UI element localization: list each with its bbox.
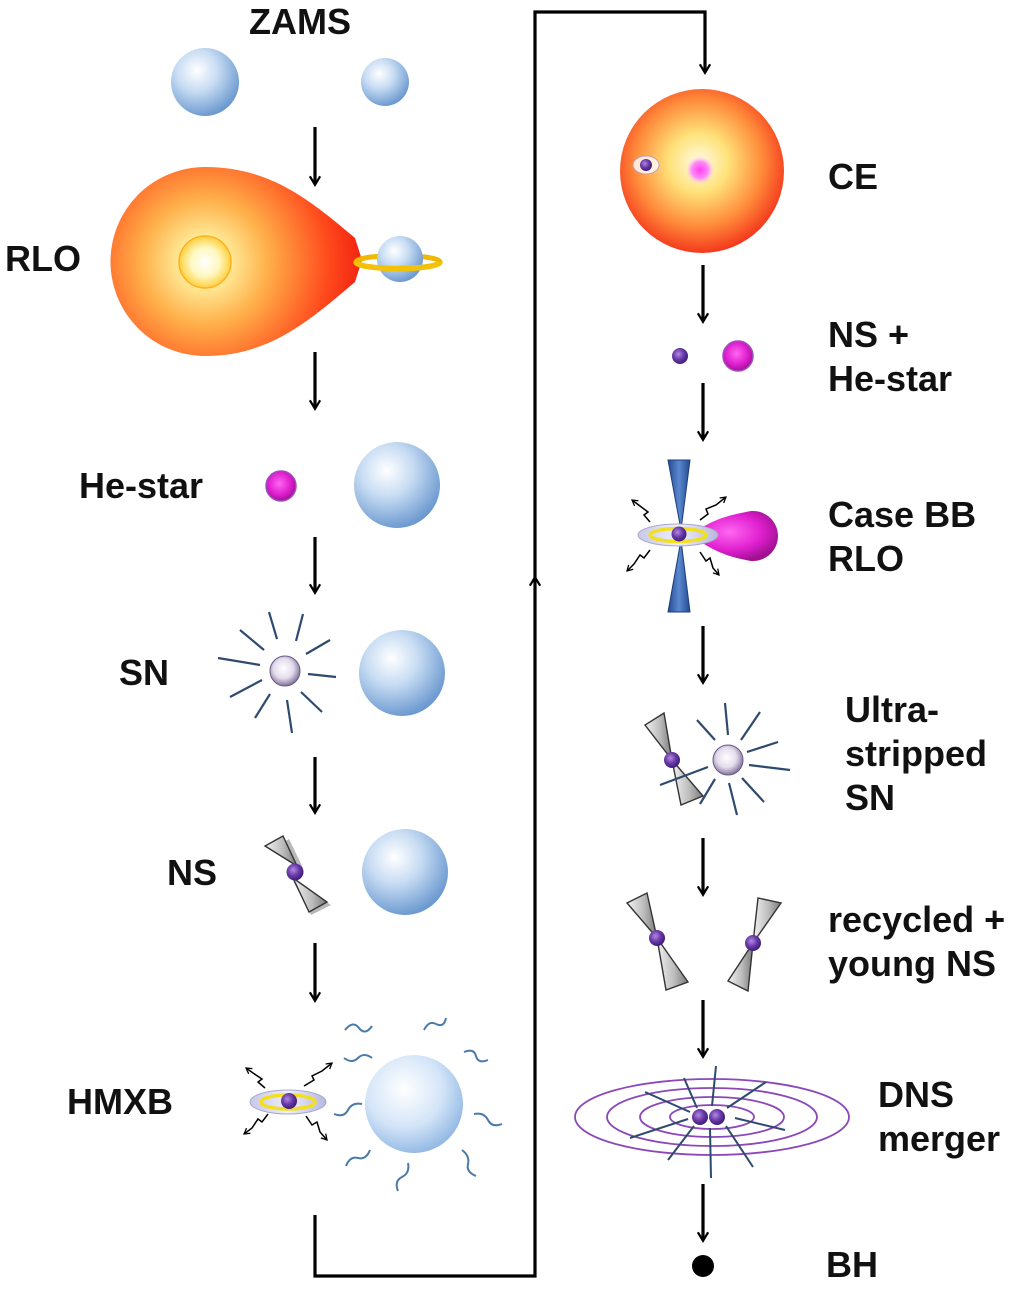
label-ns-he-star: NS + He-star [828, 313, 952, 401]
label-zams: ZAMS [249, 1, 351, 42]
case-bb-jets [667, 459, 691, 613]
label-dns-merger-line2: merger [878, 1118, 1001, 1159]
stellar-wind-lines [333, 1017, 503, 1192]
label-ultra-stripped-sn-line2: stripped [845, 733, 988, 774]
label-ultra-stripped-sn-line3: SN [845, 777, 896, 818]
label-recycled-young-ns-line1: recycled + [828, 899, 1006, 940]
ultra-stripped-sn-core [712, 744, 744, 776]
label-hmxb: HMXB [67, 1081, 173, 1122]
label-recycled-young-ns: recycled + young NS [828, 898, 1005, 986]
zams-secondary-star [361, 58, 409, 106]
label-case-bb-rlo-line2: RLO [828, 538, 904, 579]
case-bb-x-ray-emission [626, 496, 728, 576]
merger-ejecta-rays [629, 1065, 786, 1179]
rlo-accretor-with-disk [353, 236, 443, 282]
recycled-pulsar [625, 891, 690, 991]
case-bb-neutron-star [671, 526, 687, 542]
label-ce: CE [828, 156, 879, 197]
label-ultra-stripped-sn-line1: Ultra- [845, 689, 940, 730]
zams-primary-star [171, 48, 239, 116]
hmxb-wind-donor-star [365, 1055, 463, 1153]
black-hole [692, 1255, 714, 1277]
label-case-bb-rlo: Case BB RLO [828, 493, 976, 581]
ns-stage-companion [362, 829, 448, 915]
hmxb-neutron-star [281, 1093, 297, 1109]
he-star [265, 470, 297, 502]
ultra-stripped-sn-burst [659, 702, 791, 816]
label-ns-he-star-line2: He-star [828, 358, 953, 399]
label-sn: SN [119, 652, 170, 693]
pulsar-beam-cones [263, 835, 331, 915]
label-recycled-young-ns-line2: young NS [828, 943, 996, 984]
label-ns-he-star-line1: NS + [828, 314, 910, 355]
merging-neutron-star-b [709, 1109, 725, 1125]
he-stage-companion [354, 442, 440, 528]
supernova-burst [217, 611, 337, 734]
label-ns: NS [167, 852, 218, 893]
sn-stage-companion [359, 630, 445, 716]
neutron-star [286, 863, 304, 881]
young-pulsar [726, 897, 783, 993]
supernova-remnant-core [269, 655, 301, 687]
rlo-donor-core [178, 235, 232, 289]
merging-neutron-star-a [692, 1109, 708, 1125]
ce-embedded-neutron-star [632, 155, 660, 175]
ce-helium-core [686, 156, 714, 184]
case-bb-he-star-donor [690, 510, 778, 561]
label-he-star: He-star [79, 465, 204, 506]
usn-recycled-neutron-star [664, 752, 680, 768]
connector-hmxb-to-ce [313, 10, 705, 1278]
label-case-bb-rlo-line1: Case BB [828, 494, 977, 535]
label-ultra-stripped-sn: Ultra- stripped SN [845, 688, 987, 820]
label-dns-merger: DNS merger [878, 1073, 1000, 1161]
label-rlo: RLO [5, 238, 81, 279]
usn-pulsar-cones [643, 711, 705, 806]
rlo-donor-giant [110, 167, 362, 356]
post-ce-neutron-star [672, 348, 688, 364]
hmxb-x-ray-emission [242, 1062, 334, 1141]
label-bh: BH [826, 1244, 878, 1285]
label-dns-merger-line1: DNS [878, 1074, 955, 1115]
post-ce-he-star [722, 340, 754, 372]
